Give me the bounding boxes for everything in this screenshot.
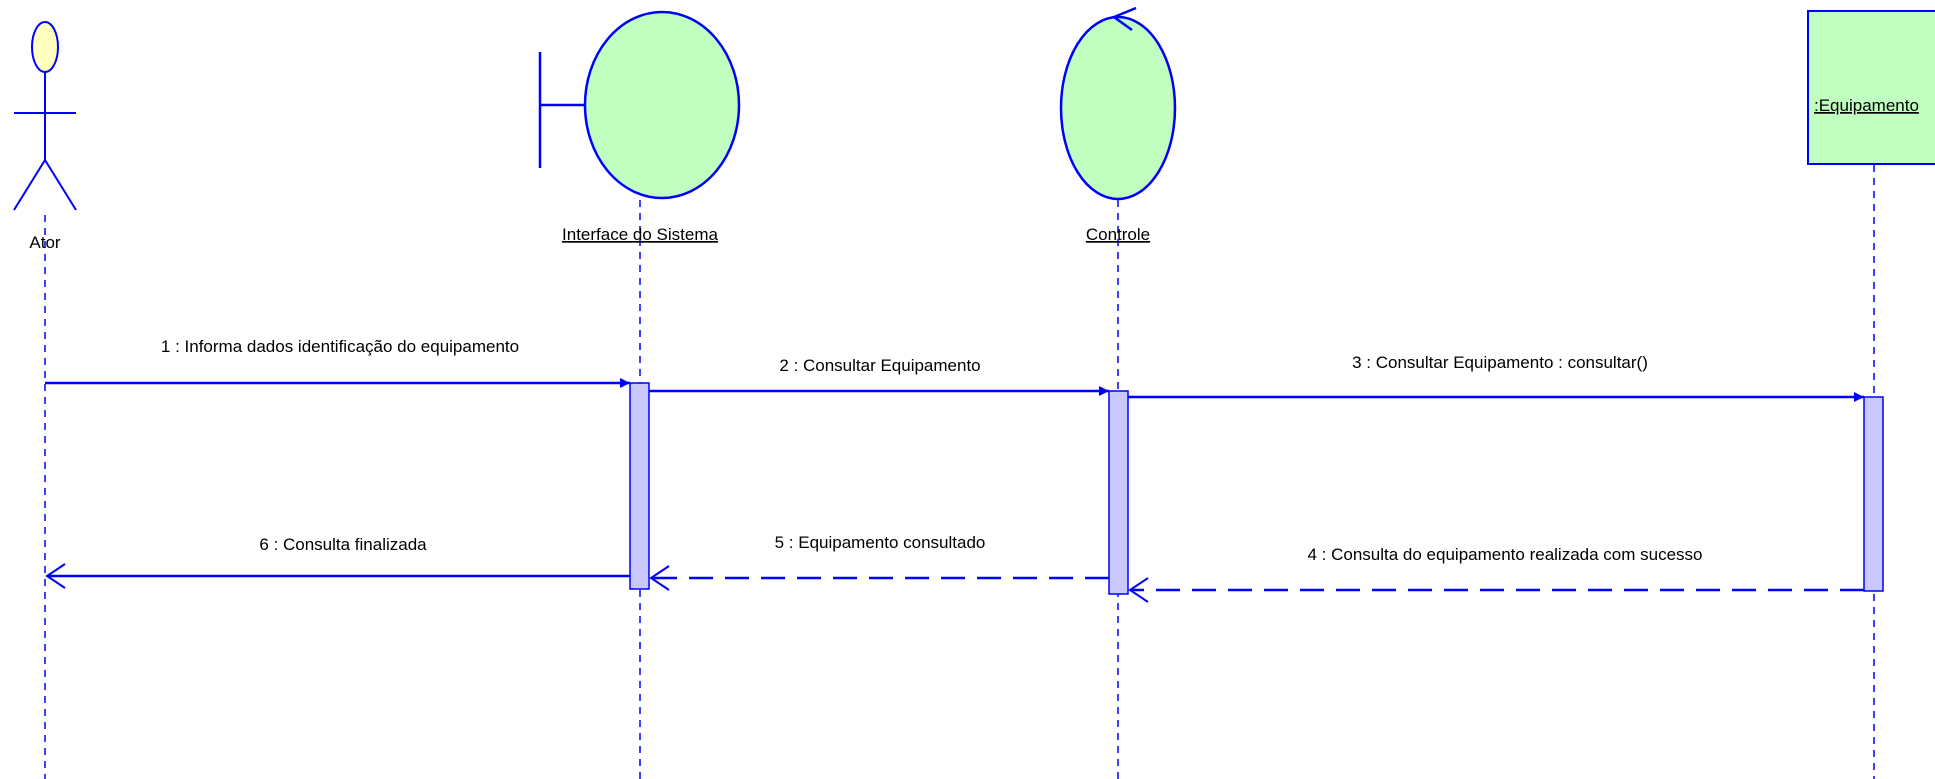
message-arrow-6 <box>45 563 630 589</box>
message-arrow-4 <box>1128 577 1864 603</box>
message-label-5: 5 : Equipamento consultado <box>775 533 986 552</box>
lifeline-label-ator: Ator <box>29 233 61 252</box>
actor-icon <box>13 21 77 211</box>
message-arrow-5 <box>649 565 1109 591</box>
activation-bar-interface <box>629 382 650 590</box>
object-box-equipamento <box>1807 10 1935 165</box>
activation-bar-equipamento <box>1863 396 1884 592</box>
lifeline-label-interface: Interface do Sistema <box>562 225 718 244</box>
message-label-2: 2 : Consultar Equipamento <box>779 356 980 375</box>
lifeline-label-equipamento: :Equipamento <box>1814 96 1919 115</box>
message-label-4: 4 : Consulta do equipamento realizada co… <box>1307 545 1702 564</box>
activation-bar-controle <box>1108 390 1129 595</box>
message-label-3: 3 : Consultar Equipamento : consultar() <box>1352 353 1648 372</box>
boundary-icon <box>538 10 741 200</box>
control-icon <box>1059 6 1177 201</box>
lifeline-label-controle: Controle <box>1086 225 1150 244</box>
message-label-6: 6 : Consulta finalizada <box>259 535 427 554</box>
message-label-1: 1 : Informa dados identificação do equip… <box>161 337 519 356</box>
